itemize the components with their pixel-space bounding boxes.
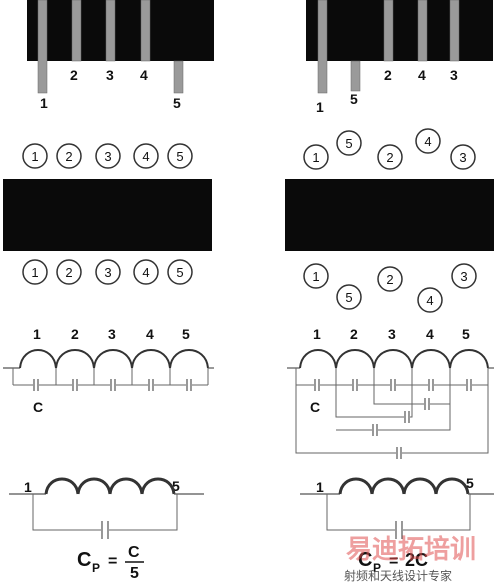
left-coil-label-5: 5 xyxy=(182,326,190,342)
left-pin-label-4: 4 xyxy=(140,67,148,83)
left-formula-lhs: C xyxy=(77,549,91,571)
left-top-circles: 1 2 3 4 5 xyxy=(22,143,193,169)
left-coil-label-4: 4 xyxy=(146,326,154,342)
right-core-block xyxy=(285,179,494,251)
left-winding-block: 1 2 3 4 5 xyxy=(27,0,214,111)
right-pin-5 xyxy=(350,60,361,92)
left-coil-label-3: 3 xyxy=(108,326,116,342)
right-top-circle-3: 3 xyxy=(459,150,466,165)
left-pin-label-5: 5 xyxy=(173,95,181,111)
right-eq-label-1: 1 xyxy=(316,479,324,495)
right-pin-label-1: 1 xyxy=(316,99,324,115)
watermark-sub: 射频和天线设计专家 xyxy=(344,568,452,583)
left-core-block xyxy=(3,179,212,251)
right-bottom-circle-4: 4 xyxy=(426,293,433,308)
left-bottom-circle-5: 5 xyxy=(176,265,183,280)
right-coil-label-2: 2 xyxy=(350,326,358,342)
right-coil-circuit: 1 2 3 4 5 C xyxy=(287,326,494,459)
right-pin-label-5: 5 xyxy=(350,91,358,107)
right-pin-1 xyxy=(317,0,328,94)
left-top-circle-4: 4 xyxy=(142,149,149,164)
left-pin-5 xyxy=(173,60,184,94)
right-coil-label-3: 3 xyxy=(388,326,396,342)
left-pin-2 xyxy=(71,0,82,62)
right-bottom-circle-3: 3 xyxy=(460,269,467,284)
left-formula: C P = C 5 xyxy=(77,544,144,582)
left-bottom-circle-3: 3 xyxy=(104,265,111,280)
left-bottom-circle-1: 1 xyxy=(31,265,38,280)
left-equivalent-circuit: 1 5 C P = C 5 xyxy=(9,477,204,582)
left-top-circle-3: 3 xyxy=(104,149,111,164)
left-bottom-circles: 1 2 3 4 5 xyxy=(22,259,193,285)
left-top-circle-2: 2 xyxy=(65,149,72,164)
left-top-circle-1: 1 xyxy=(31,149,38,164)
right-formula-rhs: 2C xyxy=(405,550,428,570)
right-equivalent-circuit: 1 5 C P = 2C xyxy=(300,475,494,575)
right-formula-eq: = xyxy=(389,553,398,570)
right-top-circle-4: 4 xyxy=(424,134,431,149)
left-pin-1 xyxy=(37,0,48,94)
right-pin-2 xyxy=(383,0,394,62)
left-coil-label-1: 1 xyxy=(33,326,41,342)
right-bottom-circle-5: 5 xyxy=(345,290,352,305)
right-formula-sub: P xyxy=(373,561,381,575)
left-pin-label-1: 1 xyxy=(40,95,48,111)
left-pin-label-2: 2 xyxy=(70,67,78,83)
left-pin-label-3: 3 xyxy=(106,67,114,83)
right-pin-4 xyxy=(417,0,428,62)
left-formula-den: 5 xyxy=(130,565,139,582)
left-formula-sub: P xyxy=(92,561,100,575)
left-pin-4 xyxy=(140,0,151,62)
left-bottom-circle-4: 4 xyxy=(142,265,149,280)
right-pin-label-4: 4 xyxy=(418,67,426,83)
left-coil-circuit: 1 2 3 4 5 C xyxy=(3,326,214,415)
left-formula-num: C xyxy=(128,544,140,561)
right-pin-3 xyxy=(449,0,460,62)
watermark-main: 易迪拓培训 xyxy=(346,535,476,565)
right-bottom-circle-2: 2 xyxy=(386,272,393,287)
right-cap-label: C xyxy=(310,399,320,415)
right-coil-label-4: 4 xyxy=(426,326,434,342)
right-coil-label-1: 1 xyxy=(313,326,321,342)
right-bottom-circles: 1 5 2 4 3 xyxy=(303,263,477,313)
left-eq-label-1: 1 xyxy=(24,479,32,495)
left-pin-3 xyxy=(105,0,116,62)
right-winding-block: 1 5 2 4 3 xyxy=(306,0,493,115)
watermark: 易迪拓培训 射频和天线设计专家 xyxy=(344,535,476,583)
right-top-circle-1: 1 xyxy=(312,150,319,165)
right-bottom-circle-1: 1 xyxy=(312,269,319,284)
left-formula-eq: = xyxy=(108,553,117,570)
right-pin-label-3: 3 xyxy=(450,67,458,83)
right-formula-lhs: C xyxy=(358,549,372,571)
left-cap-label: C xyxy=(33,399,43,415)
left-bottom-circle-2: 2 xyxy=(65,265,72,280)
left-top-circle-5: 5 xyxy=(176,149,183,164)
right-formula: C P = 2C xyxy=(358,549,428,575)
right-eq-label-5: 5 xyxy=(466,475,474,491)
right-top-circle-5: 5 xyxy=(345,136,352,151)
right-top-circles: 1 5 2 4 3 xyxy=(303,128,476,170)
right-coil-label-5: 5 xyxy=(462,326,470,342)
left-eq-label-5: 5 xyxy=(172,478,180,494)
right-pin-label-2: 2 xyxy=(384,67,392,83)
left-coil-label-2: 2 xyxy=(71,326,79,342)
right-top-circle-2: 2 xyxy=(386,150,393,165)
